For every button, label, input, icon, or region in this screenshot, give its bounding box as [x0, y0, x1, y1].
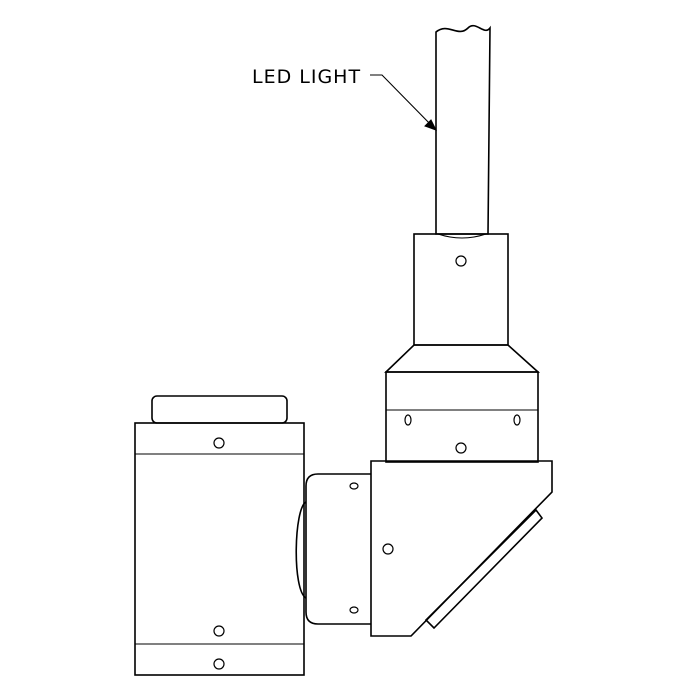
- body-screw-right: [513, 414, 521, 426]
- camera-screw-lower: [213, 625, 225, 637]
- coupler-screw-top: [349, 482, 359, 490]
- light-body: [385, 371, 539, 463]
- camera-body: [134, 395, 305, 676]
- mirror-housing: [370, 460, 553, 637]
- led-light-label: LED LIGHT: [252, 66, 361, 88]
- body-screw-front: [455, 442, 467, 454]
- body-screw-left: [404, 414, 412, 426]
- camera-screw-top: [213, 437, 225, 449]
- camera-top-cap: [151, 395, 288, 424]
- upper-collar: [413, 233, 509, 346]
- leader-arrowhead: [424, 119, 438, 131]
- cone-transition: [384, 344, 541, 373]
- collar-screw: [455, 255, 467, 267]
- coupler-screw-bottom: [349, 606, 359, 614]
- led-light-tube: [435, 24, 491, 235]
- led-light-leader: [370, 74, 438, 131]
- lens-coupler: [295, 473, 371, 625]
- camera-screw-bottom: [213, 658, 225, 670]
- housing-screw: [382, 543, 394, 555]
